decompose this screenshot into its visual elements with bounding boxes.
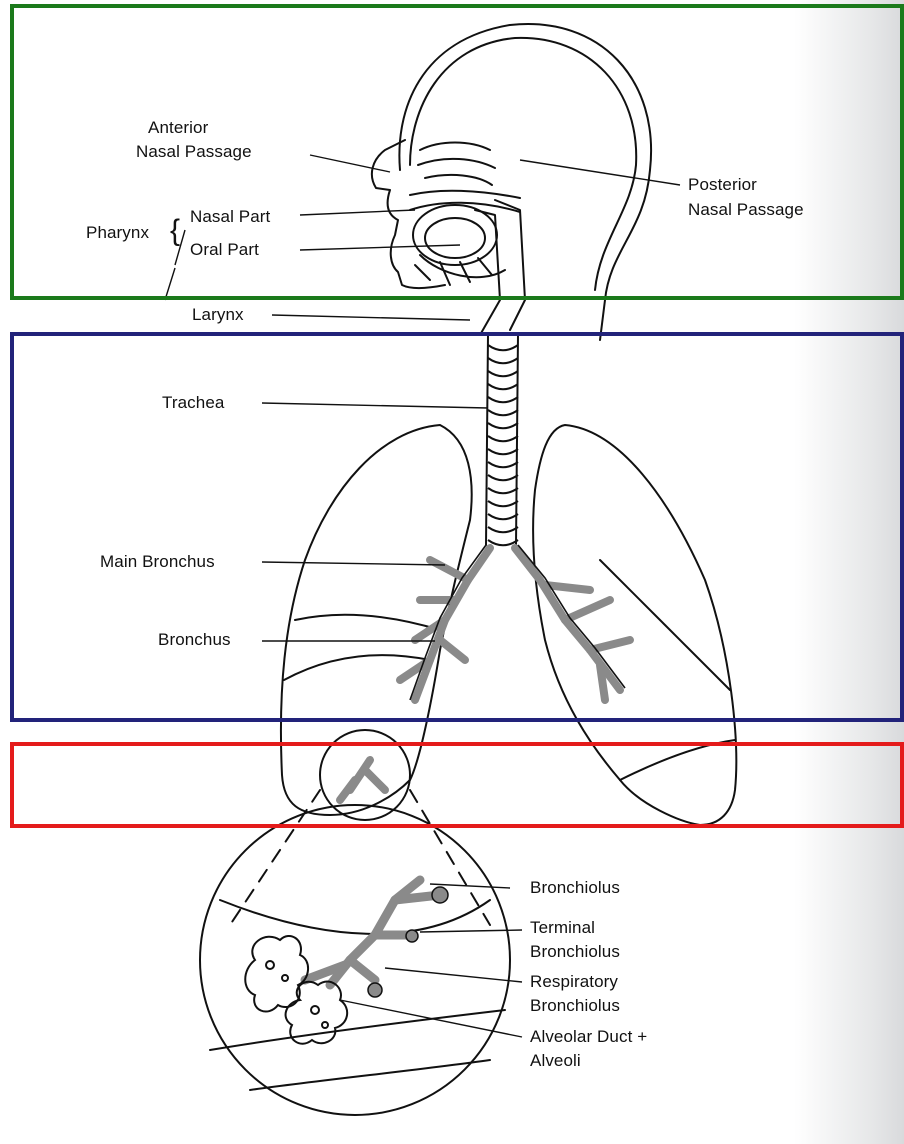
- label-terminal-line1: Terminal: [530, 918, 595, 938]
- label-anterior-nasal-line1: Anterior: [148, 118, 208, 138]
- alveolar-region-highlight-box: [10, 742, 904, 828]
- lower-airway-highlight-box: [10, 332, 904, 722]
- label-terminal-line2: Bronchiolus: [530, 942, 620, 962]
- pharynx-brace: {: [170, 214, 180, 248]
- label-main-bronchus: Main Bronchus: [100, 552, 215, 572]
- label-pharynx: Pharynx: [86, 223, 149, 243]
- label-respiratory-line2: Bronchiolus: [530, 996, 620, 1016]
- label-bronchus: Bronchus: [158, 630, 231, 650]
- label-nasal-part: Nasal Part: [190, 207, 270, 227]
- label-larynx: Larynx: [192, 305, 244, 325]
- label-posterior-nasal-line1: Posterior: [688, 175, 757, 195]
- label-posterior-nasal-line2: Nasal Passage: [688, 200, 804, 220]
- label-bronchiolus: Bronchiolus: [530, 878, 620, 898]
- label-trachea: Trachea: [162, 393, 224, 413]
- label-alveolar-line1: Alveolar Duct +: [530, 1027, 647, 1047]
- label-respiratory-line1: Respiratory: [530, 972, 618, 992]
- label-alveolar-line2: Alveoli: [530, 1051, 581, 1071]
- label-oral-part: Oral Part: [190, 240, 259, 260]
- label-anterior-nasal-line2: Nasal Passage: [136, 142, 252, 162]
